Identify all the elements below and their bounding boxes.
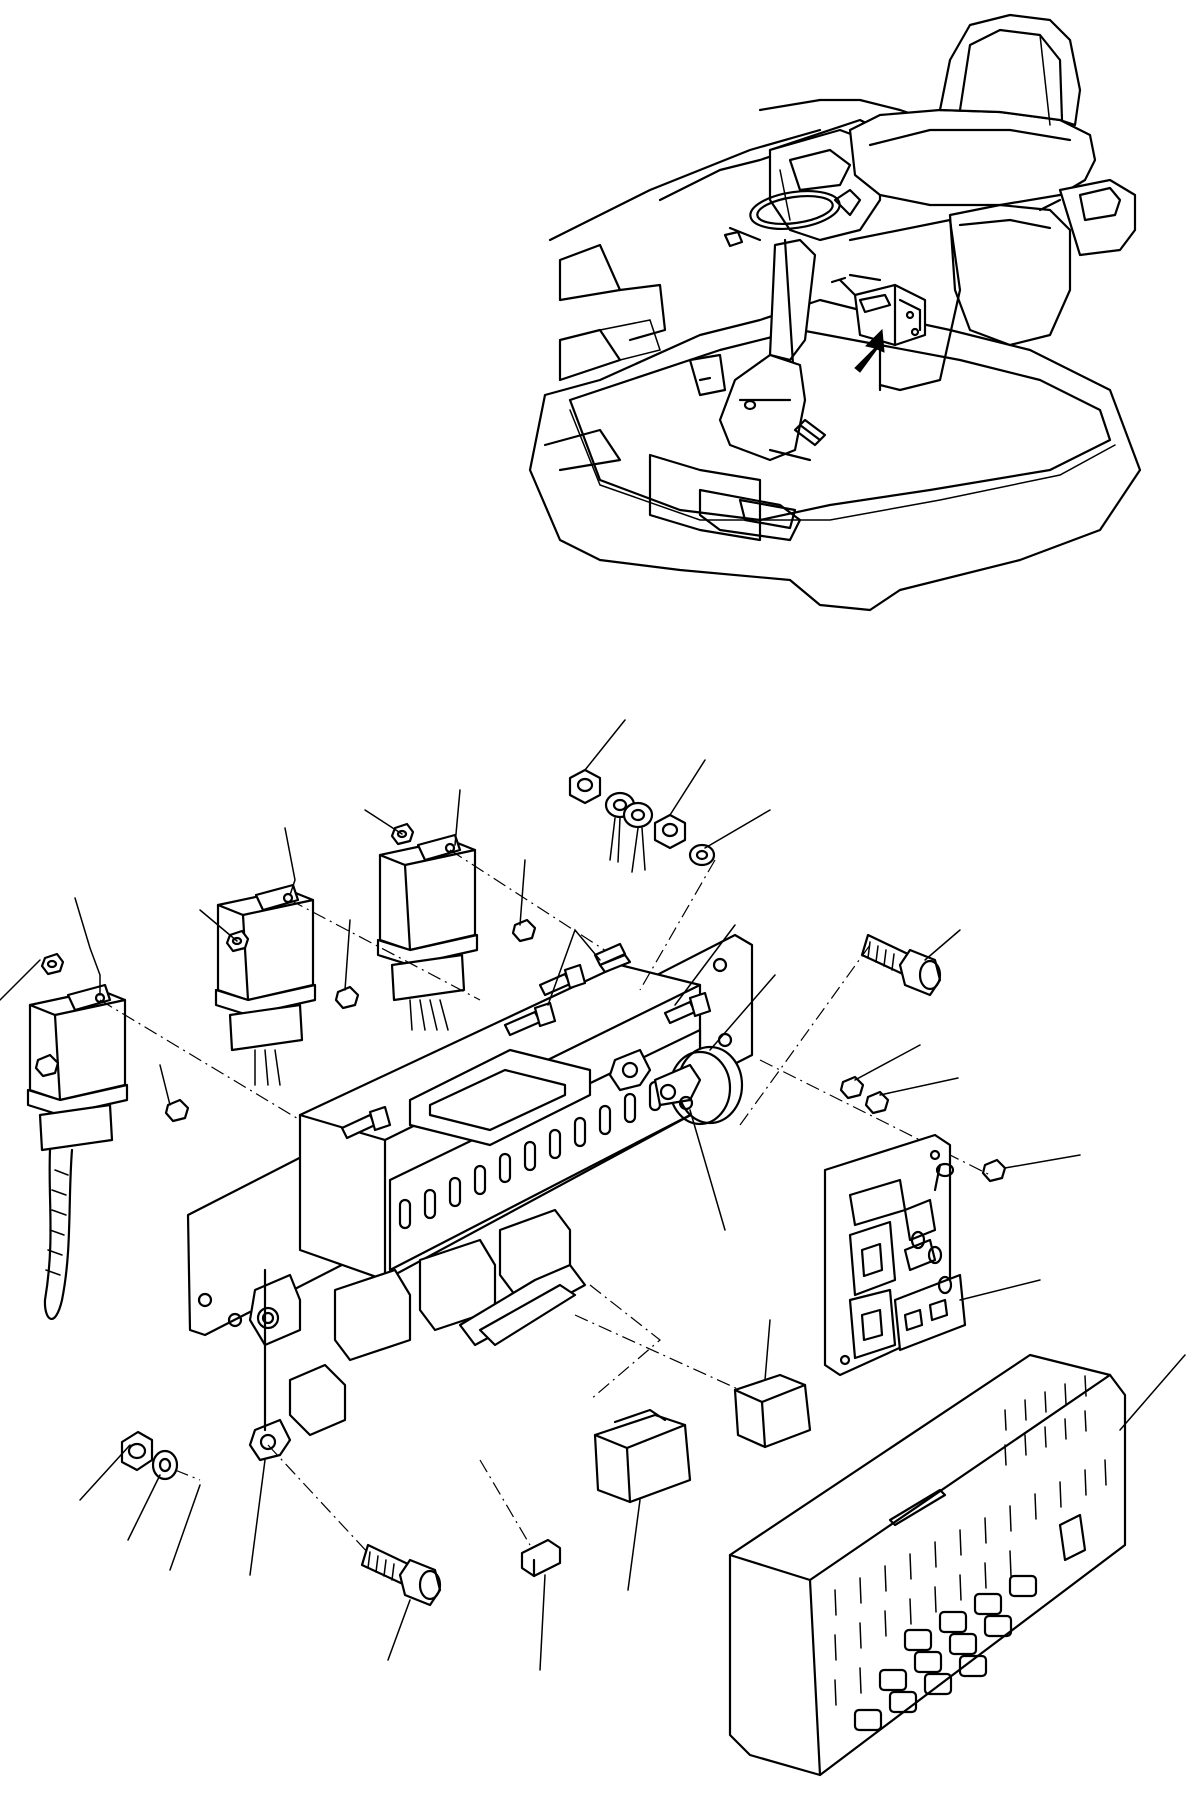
fuse-blade [522,1540,560,1576]
exploded-fuse-relay-box [0,720,1185,1775]
leader-8 [455,790,460,845]
washer-lower [153,1451,177,1479]
leader-18 [880,1078,958,1095]
relay-small-2 [595,1410,690,1502]
fuse-box-cover [730,1355,1125,1775]
leader-30 [628,1500,640,1590]
leader-21 [690,1110,725,1230]
leader-5 [285,828,295,895]
bolt-bottom [362,1545,440,1605]
floor-plate [570,330,1110,520]
leader-14 [675,925,735,1005]
nut-right-3 [983,1160,1005,1181]
leader-29 [540,1575,545,1670]
relay-small-1 [735,1375,810,1447]
leader-28 [388,1600,410,1660]
leader-17 [855,1045,920,1080]
nut-right-1 [841,1077,863,1098]
leader-1 [0,960,40,1000]
leader-7 [365,810,402,834]
nut-1 [36,1055,58,1076]
cab-location-view [530,15,1140,610]
leader-22 [765,1320,770,1380]
leader-26 [170,1485,200,1570]
operator-seat [850,110,1095,205]
callout-leaders [0,720,1185,1670]
nut-lower [122,1432,152,1470]
relay-board [825,1135,965,1375]
leader-24 [80,1445,130,1500]
screws [342,944,710,1138]
battery-terminals [570,770,714,872]
relay-3 [378,835,477,1030]
cover-slots [835,1376,1106,1705]
leader-12 [670,760,705,815]
bolt-large [862,935,940,995]
leader-16 [925,930,960,960]
leader-19 [1005,1155,1080,1168]
leader-15 [710,975,775,1050]
cover-windows [855,1576,1036,1730]
leader-9 [520,860,525,925]
cab-floor-outline [530,300,1140,610]
leader-13 [705,810,770,848]
buzzer [655,1047,742,1124]
leader-4 [200,910,237,941]
fuse-slots [400,1070,685,1228]
leader-10 [548,930,600,1005]
location-arrow-icon [855,330,884,372]
nut-right-2 [866,1092,888,1113]
leader-2 [75,898,100,995]
leader-20 [960,1280,1040,1300]
leader-6 [345,920,350,990]
leader-27 [250,1460,265,1575]
leader-25 [128,1475,160,1540]
leader-3 [160,1065,170,1105]
leader-23 [1120,1355,1185,1430]
relay-2 [216,885,315,1085]
relay-1 [28,985,127,1319]
leader-11 [585,720,625,770]
